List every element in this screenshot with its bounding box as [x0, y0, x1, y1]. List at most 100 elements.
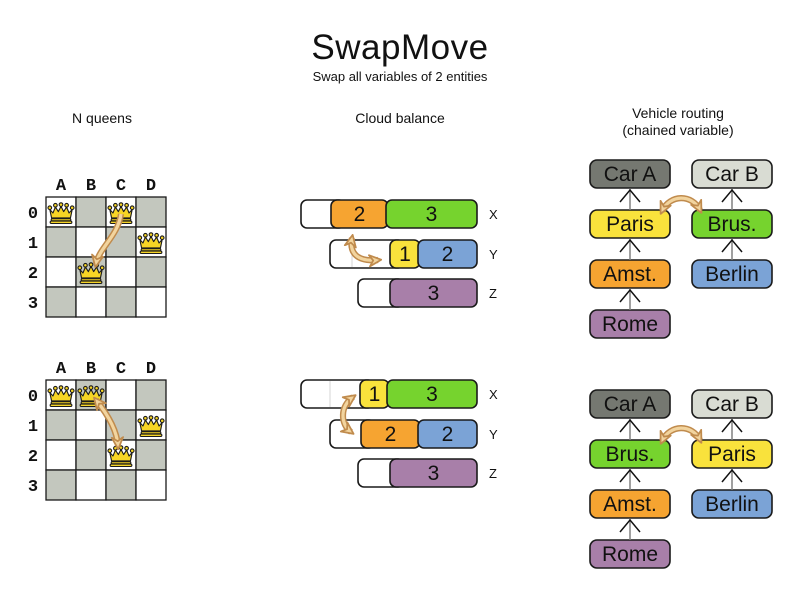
process-value: 2 [442, 423, 454, 446]
chain-arrowhead-icon [721, 188, 743, 203]
computer-label: X [489, 387, 498, 402]
computer-label: X [489, 207, 498, 222]
vehicle-box [589, 389, 671, 419]
board-row-label: 1 [28, 235, 38, 254]
chain-arrowhead-icon [619, 468, 641, 483]
process-segment [389, 458, 478, 488]
swap-arrow-vehicle-before [659, 195, 703, 211]
column-header-cloud-label: Cloud balance [355, 110, 445, 126]
board-col-label: C [116, 177, 126, 196]
board-cell [135, 469, 167, 501]
board-cell [135, 256, 167, 288]
vehicle-box-label: Car B [705, 393, 759, 416]
board-cell [45, 256, 77, 288]
chain-arrowhead-icon [619, 518, 641, 533]
process-segment [386, 379, 478, 409]
swap-arrow-vehicle-after [659, 425, 703, 441]
process-segment [385, 199, 478, 229]
board-row-label: 1 [28, 418, 38, 437]
board-col-label: A [56, 177, 67, 196]
board-cell [45, 409, 77, 441]
visit-box-label: Berlin [705, 263, 759, 286]
chain-arrowhead-icon [619, 188, 641, 203]
swap-arrow-nqueens-before [96, 213, 125, 264]
board-row-label: 3 [28, 478, 38, 497]
board-col-label: D [146, 360, 156, 379]
process-value: 3 [428, 462, 440, 485]
column-header-cloud: Cloud balance [290, 110, 510, 127]
vehicle-box [589, 159, 671, 189]
swap-arrow-cloud-after [343, 397, 353, 432]
column-header-vehicle: Vehicle routing (chained variable) [568, 105, 788, 139]
board-cell [135, 196, 167, 228]
process-value: 2 [385, 423, 397, 446]
chain-car-b: Car B Brus. Berlin [691, 159, 773, 289]
vehicle-box [691, 389, 773, 419]
board-cell [75, 196, 107, 228]
board-col-label: B [86, 360, 96, 379]
process-segment [417, 239, 478, 269]
chain-arrowhead-icon [721, 418, 743, 433]
visit-box-label: Paris [606, 213, 654, 236]
board-cell [135, 439, 167, 471]
board-cell [75, 439, 107, 471]
board-cell [135, 286, 167, 318]
visit-box-label: Brus. [707, 213, 756, 236]
board-col-label: D [146, 177, 156, 196]
board-cell [75, 469, 107, 501]
board-col-label: A [56, 360, 67, 379]
board-cell [105, 286, 137, 318]
vehicle-box-label: Car B [705, 163, 759, 186]
process-value: 2 [442, 243, 454, 266]
swap-arrow-cloud-before [351, 238, 378, 260]
board-row-label: 0 [28, 205, 38, 224]
computer-label: Y [489, 427, 498, 442]
board-col-label: B [86, 177, 96, 196]
computer-row-x: 2 3 X [300, 199, 498, 229]
process-segment [389, 278, 478, 308]
computer-row-y: 2 2 Y [329, 419, 498, 449]
vehicle-box-label: Car A [604, 393, 657, 416]
visit-box-label: Paris [708, 443, 756, 466]
chain-arrowhead-icon [619, 238, 641, 253]
column-header-nqueens: N queens [0, 110, 212, 127]
process-value: 1 [399, 243, 411, 266]
chain-arrowhead-icon [619, 288, 641, 303]
board-cell [45, 469, 77, 501]
process-value: 3 [426, 383, 438, 406]
board-cell [135, 379, 167, 411]
column-header-vehicle-label: Vehicle routing [632, 105, 724, 121]
process-value: 3 [426, 203, 438, 226]
board-row-label: 3 [28, 295, 38, 314]
board-cell [75, 409, 107, 441]
board-row-label: 2 [28, 448, 38, 467]
chain-arrowhead-icon [721, 238, 743, 253]
process-segment [417, 419, 478, 449]
visit-box-label: Rome [602, 543, 658, 566]
board-cell [105, 469, 137, 501]
visit-box-label: Amst. [603, 493, 657, 516]
vehicle-box [691, 159, 773, 189]
column-header-nqueens-label: N queens [72, 110, 132, 126]
vehicle-box-label: Car A [604, 163, 657, 186]
visit-box-label: Rome [602, 313, 658, 336]
computer-label: Z [489, 286, 497, 301]
page-title: SwapMove [311, 28, 489, 67]
process-value: 2 [354, 203, 366, 226]
computer-label: Z [489, 466, 497, 481]
visit-box-label: Berlin [705, 493, 759, 516]
board-cell [45, 226, 77, 258]
board-cell [105, 379, 137, 411]
board-col-label: C [116, 360, 126, 379]
board-row-label: 0 [28, 388, 38, 407]
